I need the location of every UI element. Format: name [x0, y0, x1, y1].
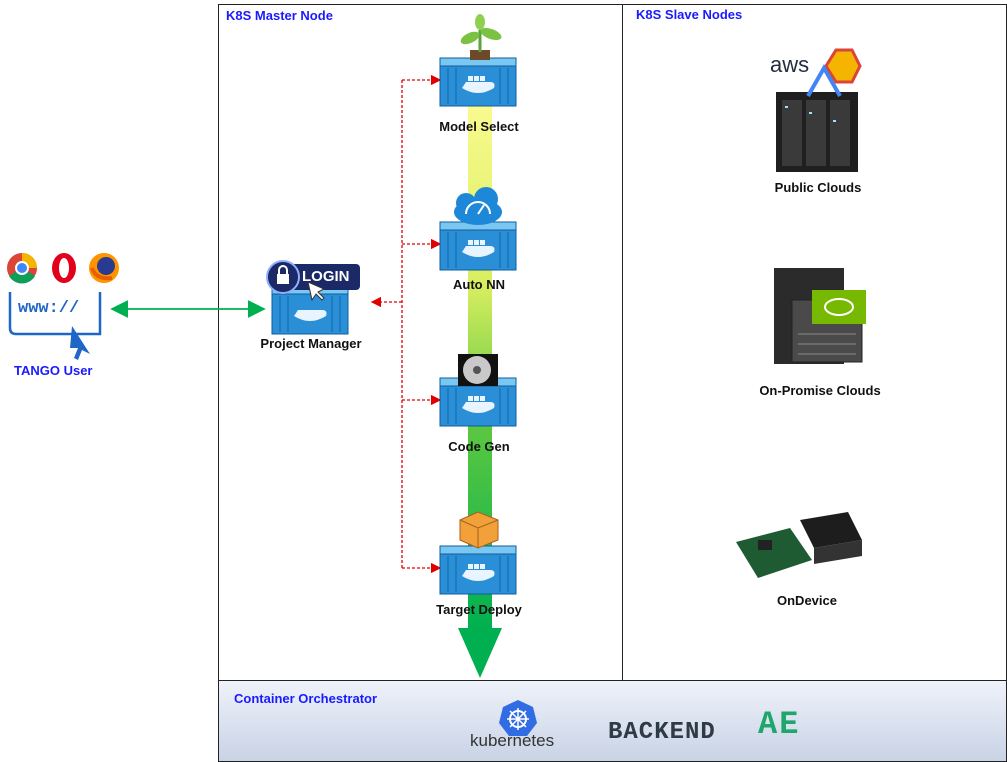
container-orchestrator-panel — [218, 680, 1007, 762]
cloud-gauge-icon — [454, 187, 502, 225]
cloud-logo-icon — [806, 48, 862, 97]
master-node-panel — [218, 4, 623, 682]
kubernetes-text: kubernetes — [470, 731, 555, 750]
on-promise-clouds-label: On-Promise Clouds — [759, 383, 881, 398]
auto-nn-label: Auto NN — [453, 277, 505, 292]
gpu-server-icon — [774, 268, 866, 364]
backend-logo-text: BACKEND — [608, 719, 716, 746]
container-icon — [439, 221, 517, 271]
server-rack-icon — [776, 92, 858, 172]
firefox-icon — [89, 253, 119, 283]
plant-icon — [460, 14, 502, 60]
pipeline-flow-arrowhead — [458, 628, 502, 678]
project-manager-label: Project Manager — [260, 336, 362, 351]
url-text: www:// — [18, 299, 80, 318]
board-icon — [736, 512, 862, 578]
package-icon — [459, 511, 499, 549]
container-icon — [439, 545, 517, 595]
login-text: LOGIN — [302, 268, 350, 285]
slave-nodes-title: K8S Slave Nodes — [636, 7, 743, 22]
control-links — [370, 74, 442, 574]
disc-icon — [458, 354, 498, 386]
opera-icon — [52, 253, 76, 283]
master-node-title: K8S Master Node — [226, 8, 333, 23]
target-deploy-label: Target Deploy — [436, 602, 522, 617]
container-icon — [439, 57, 517, 107]
aws-text: aws — [770, 52, 810, 77]
public-clouds-label: Public Clouds — [774, 180, 862, 195]
backend-ai-text: AE — [758, 706, 801, 743]
chrome-icon — [7, 253, 37, 284]
code-gen-label: Code Gen — [448, 439, 510, 454]
ondevice-label: OnDevice — [777, 593, 837, 608]
kubernetes-icon — [499, 700, 537, 736]
login-badge-icon — [266, 260, 360, 302]
url-bar-icon — [8, 292, 102, 360]
orchestrator-title: Container Orchestrator — [234, 691, 378, 706]
model-select-label: Model Select — [439, 119, 519, 134]
user-label: TANGO User — [14, 363, 93, 378]
